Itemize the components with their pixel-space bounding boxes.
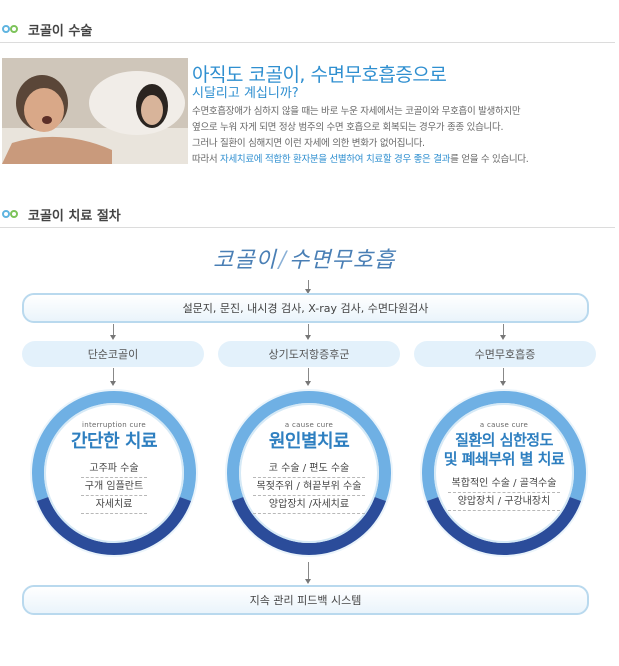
ring-inner-disc xyxy=(435,404,573,542)
couple-sleeping-photo xyxy=(2,58,188,164)
treatment-item: 양압장치 /자세치료 xyxy=(252,496,366,514)
ring-dark-arc xyxy=(231,496,387,555)
script-title-snoring: 코골이 xyxy=(213,248,277,273)
treatment-eng-label: a cause cure xyxy=(479,421,529,429)
treatment-circle-severity: a cause cure 질환의 심한정도 및 폐쇄부위 별 치료 복합적인 수… xyxy=(416,385,592,561)
ring-inner-border xyxy=(434,403,574,543)
script-title-apnea: 수면무호흡 xyxy=(289,248,396,273)
section-title: 코골이 수술 xyxy=(28,23,93,39)
ring-light-arc xyxy=(422,391,586,502)
treatment-item: 목젖주위 / 혀끝부위 수술 xyxy=(252,478,366,496)
flow-arrow xyxy=(305,562,311,584)
section-title: 코골이 치료 절차 xyxy=(28,208,121,224)
ring-inner-disc xyxy=(45,404,183,542)
flow-arrow xyxy=(305,324,311,340)
desc-line: 수면호흡장애가 심하지 않을 때는 바로 누운 자세에서는 코골이와 무호흡이 … xyxy=(192,106,521,117)
category-simple-snoring: 단순코골이 xyxy=(22,341,204,367)
desc-post: 를 얻을 수 있습니다. xyxy=(450,154,529,165)
treatment-item: 고주파 수술 xyxy=(80,460,148,478)
category-sleep-apnea: 수면무호흡증 xyxy=(414,341,596,367)
double-ring-icon xyxy=(2,208,24,220)
treatment-eng-label: interruption cure xyxy=(82,421,146,429)
double-ring-icon xyxy=(2,23,24,35)
intro-headline: 아직도 코골이, 수면무호흡증으로 xyxy=(192,64,447,86)
flow-arrow xyxy=(110,324,116,340)
script-title-slash: / xyxy=(278,248,288,273)
section-header-treatment-procedure: 코골이 치료 절차 xyxy=(0,201,615,228)
flow-arrow xyxy=(305,280,311,294)
flow-arrow xyxy=(500,324,506,340)
flow-arrow xyxy=(305,368,311,386)
desc-highlight: 자세치료에 적합한 환자분을 선별하여 치료할 경우 좋은 결과 xyxy=(220,154,451,165)
desc-line-last: 따라서 자세치료에 적합한 환자분을 선별하여 치료할 경우 좋은 결과를 얻을… xyxy=(192,152,617,168)
treatment-item: 자세치료 xyxy=(80,496,148,514)
section-header-snoring-surgery: 코골이 수술 xyxy=(0,16,615,43)
ring-inner-border xyxy=(44,403,184,543)
category-upper-airway-resistance: 상기도저항증후군 xyxy=(218,341,400,367)
treatment-item: 양압장치 / 구강내장치 xyxy=(447,493,561,511)
desc-pre: 따라서 xyxy=(192,154,221,165)
ring-inner-disc xyxy=(240,404,378,542)
treatment-item: 코 수술 / 편도 수술 xyxy=(252,460,366,478)
intro-subhead: 시달리고 계십니까? xyxy=(192,86,299,101)
treatment-eng-label: a cause cure xyxy=(284,421,334,429)
treatment-title: 간단한 치료 xyxy=(70,431,158,452)
flow-arrow xyxy=(500,368,506,386)
treatment-title-line1: 질환의 심한정도 xyxy=(455,431,553,449)
treatment-circle-cause: a cause cure 원인별치료 코 수술 / 편도 수술 목젖주위 / 혀… xyxy=(221,385,397,561)
flow-script-title: 코골이/수면무호흡 xyxy=(213,242,395,274)
intro-description: 수면호흡장애가 심하지 않을 때는 바로 누운 자세에서는 코골이와 무호흡이 … xyxy=(192,104,617,168)
flow-arrow xyxy=(110,368,116,386)
ring-dark-arc xyxy=(36,496,192,555)
desc-line: 그러나 질환이 심해지면 이런 자세에 의한 변화가 없어집니다. xyxy=(192,138,425,149)
treatment-circle-simple: interruption cure 간단한 치료 고주파 수술 구개 임플란트 … xyxy=(26,385,202,561)
treatment-title-line2: 및 폐쇄부위 별 치료 xyxy=(443,450,565,468)
ring-dark-arc xyxy=(426,496,582,555)
feedback-bar: 지속 관리 피드백 시스템 xyxy=(22,585,589,615)
treatment-item: 구개 임플란트 xyxy=(80,478,148,496)
desc-line: 옆으로 누워 자게 되면 정상 범주의 수면 호흡으로 회복되는 경우가 종종 … xyxy=(192,122,504,133)
exam-bar: 설문지, 문진, 내시경 검사, X-ray 검사, 수면다원검사 xyxy=(22,293,589,323)
ring-inner-border xyxy=(239,403,379,543)
ring-light-arc xyxy=(32,391,196,502)
treatment-item: 복합적인 수술 / 골격수술 xyxy=(447,475,561,493)
treatment-title: 원인별치료 xyxy=(268,431,350,452)
ring-light-arc xyxy=(227,391,391,502)
